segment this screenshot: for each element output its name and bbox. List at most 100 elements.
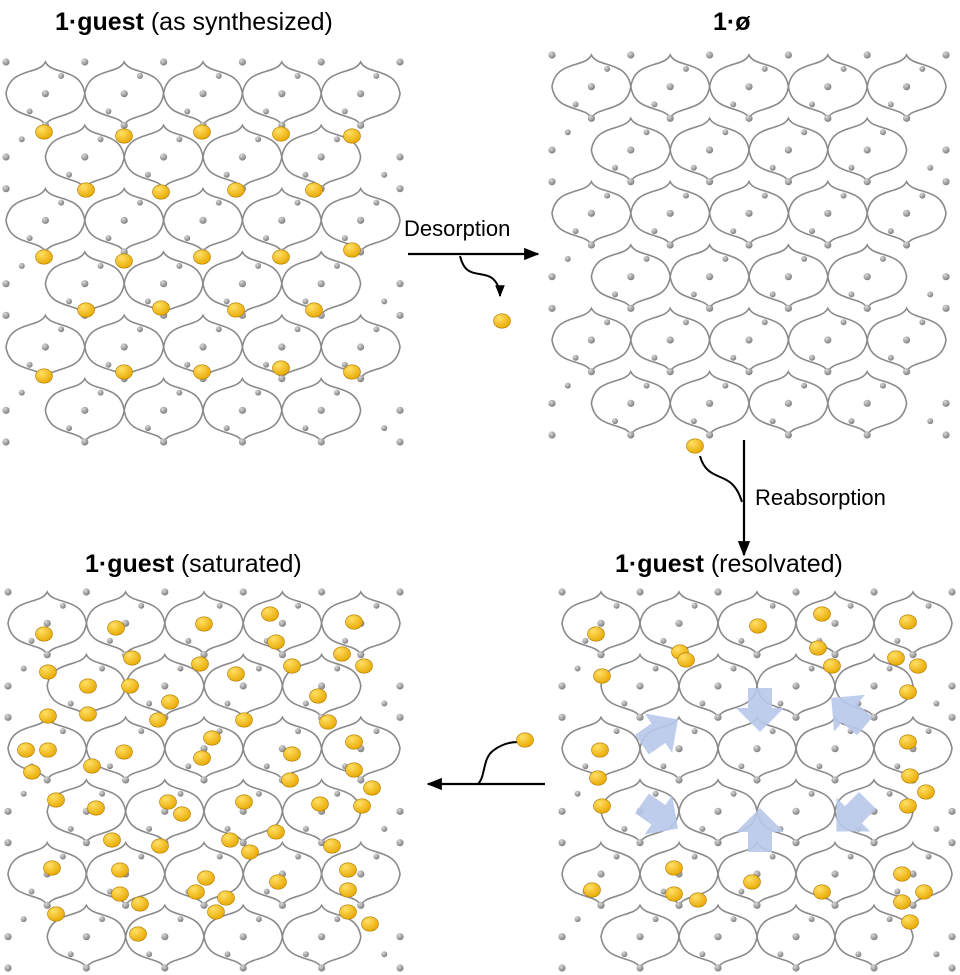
framework-node: [738, 888, 745, 895]
framework-node: [105, 361, 112, 368]
framework-node: [691, 853, 698, 860]
framework-node: [894, 888, 901, 895]
framework-node: [263, 361, 270, 368]
framework-node: [651, 354, 658, 361]
framework-node: [745, 241, 753, 249]
framework-node: [887, 228, 894, 235]
framework-node: [582, 763, 589, 770]
framework-empty: [548, 51, 950, 439]
framework-node: [2, 406, 10, 414]
framework-node: [4, 713, 12, 721]
framework-node: [4, 933, 12, 941]
framework-node: [223, 425, 230, 432]
framework-node: [870, 964, 878, 972]
framework-node: [82, 588, 90, 596]
framework-node: [43, 901, 51, 909]
framework-node: [636, 588, 644, 596]
framework-node: [706, 178, 714, 186]
framework-node: [948, 839, 956, 847]
framework-node: [730, 665, 737, 672]
framework-node: [396, 839, 404, 847]
guest-molecule: [197, 870, 215, 886]
guest-molecule: [345, 614, 363, 630]
framework-node: [161, 588, 169, 596]
framework-node: [942, 431, 950, 439]
desorption-label: Desorption: [404, 216, 511, 241]
guest-molecule: [887, 650, 905, 666]
framework-node: [357, 776, 365, 784]
guest-molecule: [152, 184, 170, 200]
framework-node: [604, 192, 611, 199]
framework-node: [824, 368, 832, 376]
distortion-arrow: [736, 688, 784, 732]
framework-node: [373, 199, 380, 206]
framework-node: [341, 108, 348, 115]
framework-node: [373, 728, 380, 735]
framework-node: [239, 839, 247, 847]
guest-molecule: [677, 652, 695, 668]
framework-node: [263, 108, 270, 115]
framework-node: [28, 637, 35, 644]
framework-node: [333, 262, 340, 269]
framework-node: [239, 682, 247, 690]
guest-molecule: [305, 302, 323, 318]
guest-molecule: [589, 770, 607, 786]
framework-node: [558, 682, 566, 690]
guest-molecule: [39, 742, 57, 758]
framework-node: [105, 235, 112, 242]
guest-molecule: [283, 658, 301, 674]
framework-node: [66, 425, 73, 432]
framework-node: [942, 51, 950, 59]
framework-node: [706, 51, 714, 59]
framework-node: [784, 146, 792, 154]
framework-node: [20, 665, 27, 672]
framework-node: [548, 178, 556, 186]
framework-node: [784, 399, 792, 407]
framework-node: [215, 72, 222, 79]
framework-node: [278, 375, 286, 383]
guest-molecule: [893, 866, 911, 882]
framework-node: [138, 728, 145, 735]
framework-node: [176, 389, 183, 396]
framework-node: [792, 964, 800, 972]
framework-node: [714, 807, 722, 815]
framework-node: [675, 619, 683, 627]
framework-node: [20, 790, 27, 797]
framework-node: [278, 901, 286, 909]
framework-node: [58, 326, 65, 333]
framework-node: [887, 101, 894, 108]
framework-node: [255, 262, 262, 269]
framework-node: [396, 311, 404, 319]
framework-node: [587, 209, 595, 217]
guest-molecule: [77, 302, 95, 318]
framework-node: [643, 129, 650, 136]
framework-node: [714, 713, 722, 721]
framework-node: [43, 619, 51, 627]
guest-molecule: [79, 678, 97, 694]
framework-node: [317, 58, 325, 66]
framework-node: [682, 319, 689, 326]
framework-node: [627, 304, 635, 312]
framework-node: [278, 651, 286, 659]
guest-molecule: [339, 882, 357, 898]
framework-node: [146, 700, 153, 707]
framework-node: [255, 389, 262, 396]
framework-node: [824, 114, 832, 122]
framework-node: [597, 619, 605, 627]
framework-node: [396, 964, 404, 972]
framework-node: [933, 700, 940, 707]
framework-node: [691, 602, 698, 609]
guest-molecule: [193, 364, 211, 380]
framework-node: [613, 853, 620, 860]
framework-node: [200, 745, 208, 753]
framework-node: [396, 807, 404, 815]
framework-node: [59, 728, 66, 735]
framework-node: [106, 637, 113, 644]
framework-node: [572, 354, 579, 361]
framework-node: [381, 700, 388, 707]
guest-molecule: [323, 838, 341, 854]
framework-node: [146, 825, 153, 832]
guest-molecule: [235, 794, 253, 810]
framework-node: [161, 682, 169, 690]
guest-molecule: [901, 914, 919, 930]
